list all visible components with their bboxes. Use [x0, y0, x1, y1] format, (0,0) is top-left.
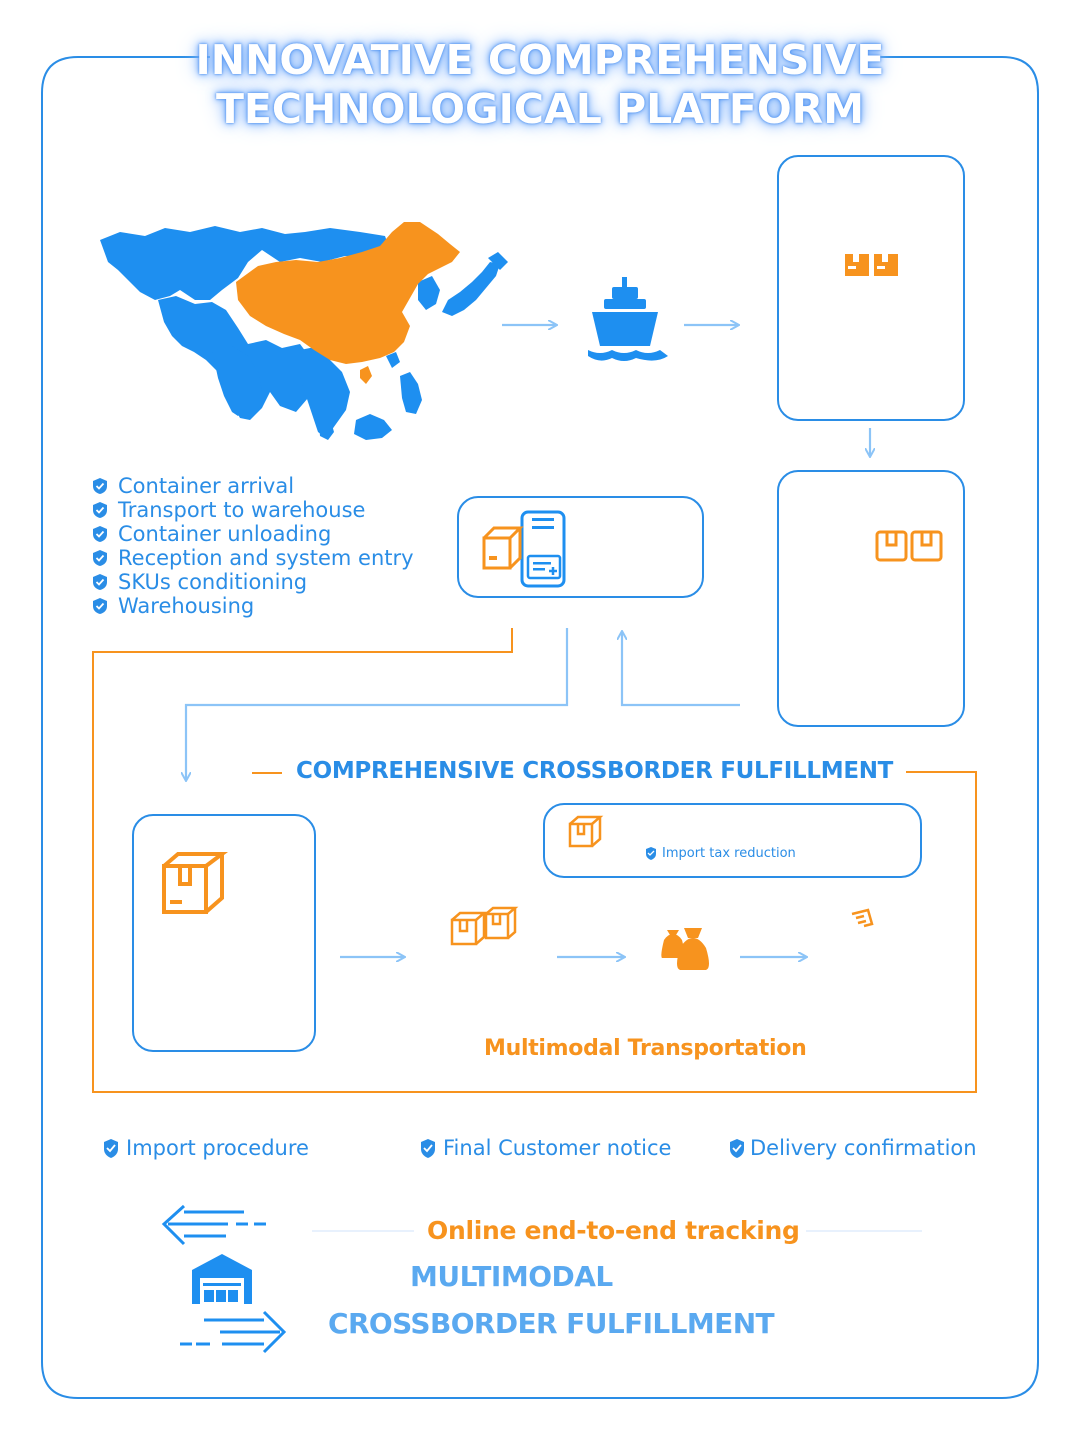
blue-connector-up	[622, 632, 740, 707]
process-step: Container unloading	[93, 522, 414, 546]
shield-check-icon	[93, 550, 107, 566]
process-step: Warehousing	[93, 594, 414, 618]
process-step-label: Warehousing	[118, 594, 255, 618]
outer-frame	[41, 56, 1039, 1399]
benefit-card	[543, 803, 922, 878]
box-pair-icon-1	[845, 254, 898, 276]
warehouse-icon	[192, 1254, 252, 1304]
warehouse-box-1	[777, 155, 965, 421]
transport-label: Multimodal Transportation	[484, 1036, 807, 1061]
shield-check-icon	[93, 478, 107, 494]
warehouse-box-3	[132, 814, 316, 1052]
process-step-label: Transport to warehouse	[118, 498, 366, 522]
shield-check-icon	[93, 502, 107, 518]
process-step-label: SKUs conditioning	[118, 570, 308, 594]
cargo-ship-icon	[588, 277, 668, 361]
money-bags-icon	[661, 928, 709, 970]
small-delivery-icon	[851, 908, 874, 928]
shield-check-icon	[93, 574, 107, 590]
tracking-label: Online end-to-end tracking	[427, 1216, 800, 1245]
mobile-inventory-icon	[482, 510, 566, 588]
title-line-2: TECHNOLOGICAL PLATFORM	[215, 85, 865, 133]
small-box-icon	[568, 815, 604, 848]
warehouse-box-2	[777, 470, 965, 727]
process-step-label: Reception and system entry	[118, 546, 414, 570]
process-step: SKUs conditioning	[93, 570, 414, 594]
footer-line-2: CROSSBORDER FULFILLMENT	[328, 1307, 775, 1340]
fulfillment-heading: COMPREHENSIVE CROSSBORDER FULFILLMENT	[296, 758, 894, 784]
process-step: Reception and system entry	[93, 546, 414, 570]
shield-check-icon	[93, 526, 107, 542]
orange-connector-top	[92, 628, 977, 1093]
shield-check-icon	[93, 598, 107, 614]
shield-icons	[104, 847, 744, 1158]
big-box-icon	[162, 852, 228, 914]
asia-map	[100, 222, 508, 440]
process-step: Container arrival	[93, 474, 414, 498]
double-box-icon	[450, 906, 519, 946]
title-line-1: INNOVATIVE COMPREHENSIVE	[195, 36, 885, 84]
delivery-step-import: Import procedure	[126, 1136, 309, 1160]
return-arrow-icon	[161, 1204, 266, 1246]
benefit-label: Import tax reduction	[662, 846, 796, 861]
inventory-card	[457, 496, 704, 598]
delivery-step-confirmation: Delivery confirmation	[750, 1136, 977, 1160]
process-checklist: Container arrival Transport to warehouse…	[93, 474, 414, 618]
process-step-label: Container unloading	[118, 522, 332, 546]
footer-line-1: MULTIMODAL	[410, 1260, 613, 1293]
box-pair-icon-2	[875, 530, 943, 562]
blue-connector-down	[186, 628, 569, 780]
process-step-label: Container arrival	[118, 474, 295, 498]
delivery-step-notice: Final Customer notice	[443, 1136, 672, 1160]
forward-arrow-icon	[180, 1310, 287, 1354]
process-step: Transport to warehouse	[93, 498, 414, 522]
